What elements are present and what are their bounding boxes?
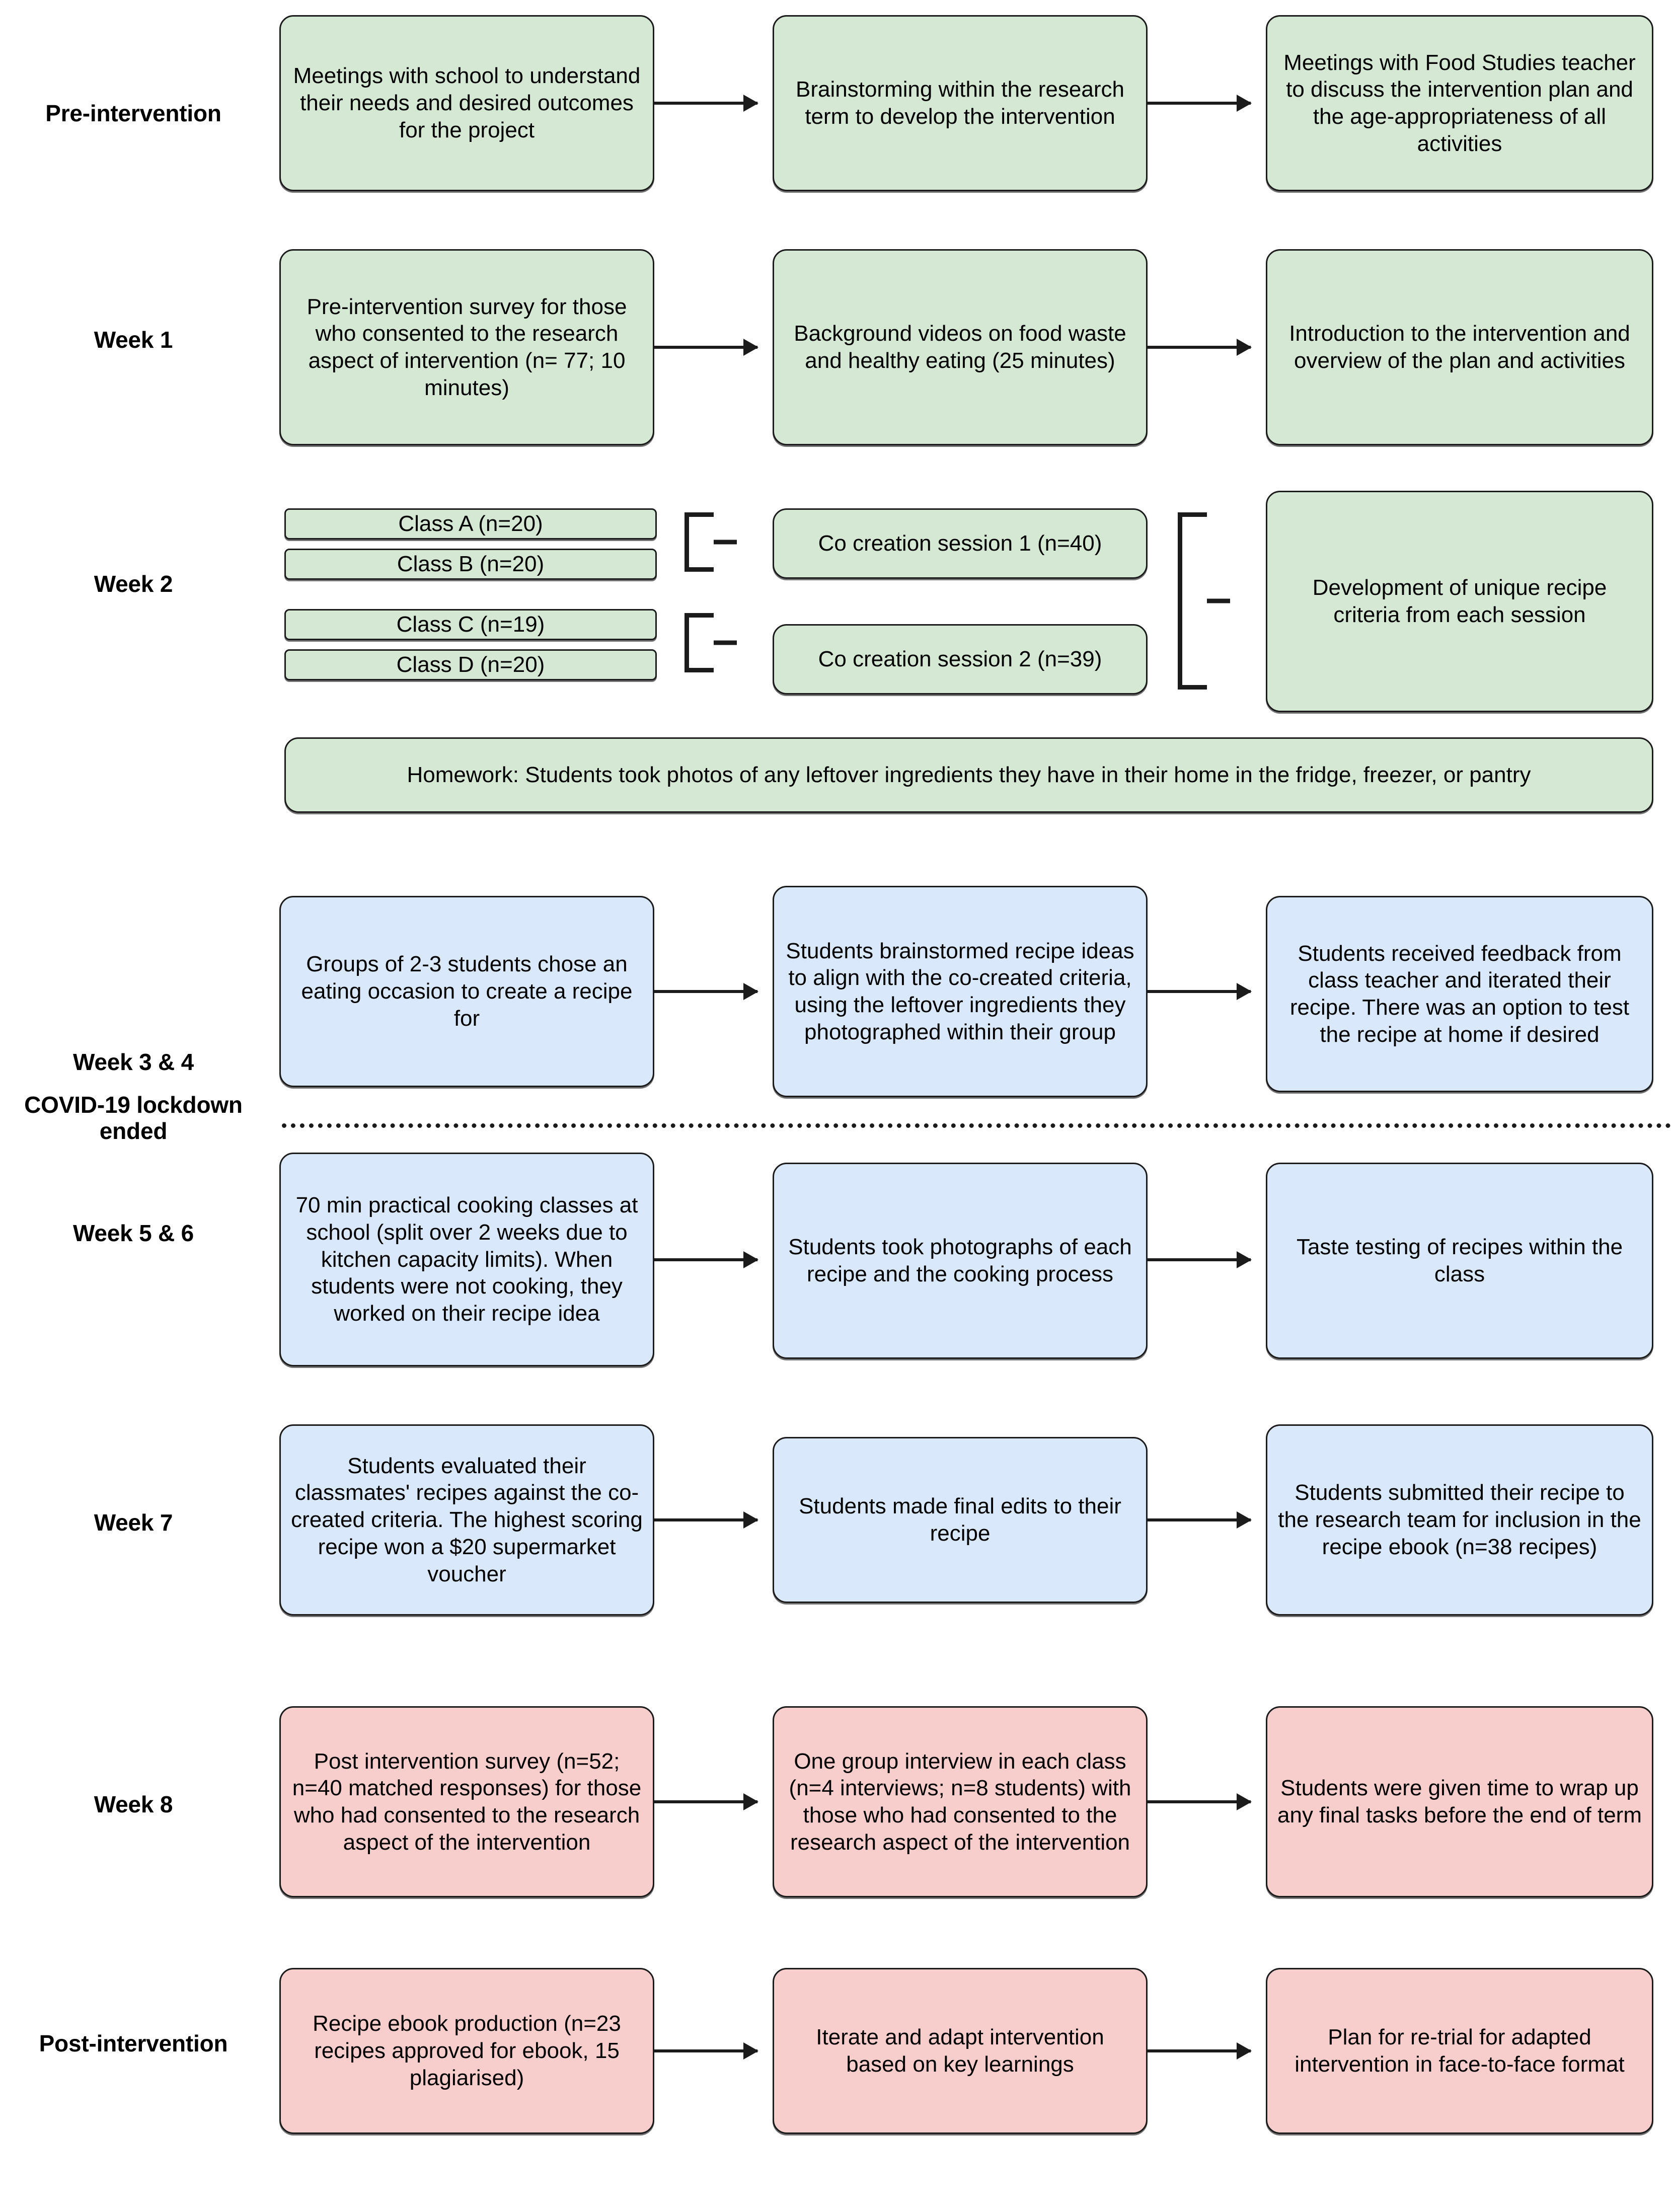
bracket-classes-cd bbox=[684, 613, 737, 672]
node-session-1: Co creation session 1 (n=40) bbox=[773, 508, 1148, 579]
stage-label-week-7: Week 7 bbox=[94, 1509, 173, 1536]
bracket-classes-ab bbox=[684, 512, 737, 572]
node-w34-2: Students brainstormed recipe ideas to al… bbox=[773, 886, 1148, 1097]
node-homework-text: Homework: Students took photos of any le… bbox=[407, 762, 1531, 788]
node-session-2-text: Co creation session 2 (n=39) bbox=[818, 647, 1102, 672]
node-w1-1-text: Pre-intervention survey for those who co… bbox=[307, 294, 627, 400]
node-w56-1: 70 min practical cooking classes at scho… bbox=[279, 1153, 654, 1366]
node-w34-1: Groups of 2-3 students chose an eating o… bbox=[279, 896, 654, 1087]
node-w7-2-text: Students made final edits to their recip… bbox=[799, 1494, 1121, 1546]
arrow-w34-2-to-3 bbox=[1148, 990, 1251, 993]
node-pre-2: Brainstorming within the research term t… bbox=[773, 15, 1148, 191]
node-pre-3-text: Meetings with Food Studies teacher to di… bbox=[1283, 50, 1636, 156]
node-post-2-text: Iterate and adapt intervention based on … bbox=[816, 2025, 1104, 2077]
node-w7-2: Students made final edits to their recip… bbox=[773, 1437, 1148, 1603]
node-w7-1: Students evaluated their classmates' rec… bbox=[279, 1424, 654, 1616]
arrow-w56-2-to-3 bbox=[1148, 1258, 1251, 1261]
node-pre-2-text: Brainstorming within the research term t… bbox=[796, 77, 1124, 129]
arrow-w8-2-to-3 bbox=[1148, 1800, 1251, 1803]
node-w34-3: Students received feedback from class te… bbox=[1266, 896, 1653, 1092]
node-w7-1-text: Students evaluated their classmates' rec… bbox=[291, 1453, 643, 1586]
node-session-2: Co creation session 2 (n=39) bbox=[773, 624, 1148, 695]
node-w8-1: Post intervention survey (n=52; n=40 mat… bbox=[279, 1706, 654, 1897]
bracket-stem-sessions bbox=[1207, 598, 1230, 603]
pill-class-c: Class C (n=19) bbox=[284, 609, 657, 640]
pill-class-b-text: Class B (n=20) bbox=[397, 552, 545, 576]
node-recipe-criteria: Development of unique recipe criteria fr… bbox=[1266, 491, 1653, 712]
arrow-w1-2-to-3 bbox=[1148, 346, 1251, 349]
node-w8-2: One group interview in each class (n=4 i… bbox=[773, 1706, 1148, 1897]
node-w1-2-text: Background videos on food waste and heal… bbox=[794, 321, 1126, 373]
node-post-3-text: Plan for re-trial for adapted interventi… bbox=[1295, 2025, 1625, 2077]
node-w7-3: Students submitted their recipe to the r… bbox=[1266, 1424, 1653, 1616]
arrow-post-1-to-2 bbox=[654, 2049, 757, 2052]
covid-divider-line bbox=[282, 1123, 1671, 1128]
stage-label-week-5-6: Week 5 & 6 bbox=[72, 1220, 194, 1246]
arrow-w7-2-to-3 bbox=[1148, 1518, 1251, 1521]
node-pre-1: Meetings with school to understand their… bbox=[279, 15, 654, 191]
arrow-w8-1-to-2 bbox=[654, 1800, 757, 1803]
stage-label-covid-lockdown-ended: COVID-19 lockdown ended bbox=[24, 1092, 243, 1144]
node-pre-3: Meetings with Food Studies teacher to di… bbox=[1266, 15, 1653, 191]
bracket-stem-cd bbox=[714, 640, 737, 645]
pill-class-c-text: Class C (n=19) bbox=[396, 612, 545, 637]
node-w56-3-text: Taste testing of recipes within the clas… bbox=[1296, 1235, 1623, 1286]
bracket-sessions bbox=[1178, 512, 1230, 690]
node-w56-2-text: Students took photographs of each recipe… bbox=[788, 1235, 1132, 1286]
node-w56-1-text: 70 min practical cooking classes at scho… bbox=[295, 1193, 638, 1326]
arrow-w56-1-to-2 bbox=[654, 1258, 757, 1261]
stage-label-post-intervention: Post-intervention bbox=[39, 2030, 228, 2056]
arrow-w34-1-to-2 bbox=[654, 990, 757, 993]
node-w34-1-text: Groups of 2-3 students chose an eating o… bbox=[301, 952, 633, 1031]
stage-label-week-1: Week 1 bbox=[94, 327, 173, 353]
arrow-w1-1-to-2 bbox=[654, 346, 757, 349]
node-w8-3: Students were given time to wrap up any … bbox=[1266, 1706, 1653, 1897]
node-post-1-text: Recipe ebook production (n=23 recipes ap… bbox=[313, 2011, 621, 2090]
node-pre-1-text: Meetings with school to understand their… bbox=[293, 63, 641, 142]
pill-class-d: Class D (n=20) bbox=[284, 649, 657, 680]
pill-class-d-text: Class D (n=20) bbox=[396, 652, 545, 677]
node-w7-3-text: Students submitted their recipe to the r… bbox=[1278, 1480, 1641, 1559]
node-session-1-text: Co creation session 1 (n=40) bbox=[818, 531, 1102, 556]
arrow-pre-1-to-2 bbox=[654, 102, 757, 105]
node-post-2: Iterate and adapt intervention based on … bbox=[773, 1968, 1148, 2134]
node-w56-3: Taste testing of recipes within the clas… bbox=[1266, 1163, 1653, 1359]
node-w1-3: Introduction to the intervention and ove… bbox=[1266, 249, 1653, 445]
stage-label-week-3-4: Week 3 & 4 bbox=[72, 1049, 194, 1075]
arrow-post-2-to-3 bbox=[1148, 2049, 1251, 2052]
node-homework: Homework: Students took photos of any le… bbox=[284, 737, 1653, 813]
arrow-pre-2-to-3 bbox=[1148, 102, 1251, 105]
pill-class-a-text: Class A (n=20) bbox=[398, 511, 543, 536]
node-w34-3-text: Students received feedback from class te… bbox=[1289, 941, 1630, 1047]
node-recipe-criteria-text: Development of unique recipe criteria fr… bbox=[1312, 575, 1607, 627]
node-w8-3-text: Students were given time to wrap up any … bbox=[1277, 1776, 1642, 1827]
node-w8-2-text: One group interview in each class (n=4 i… bbox=[789, 1748, 1131, 1855]
node-post-3: Plan for re-trial for adapted interventi… bbox=[1266, 1968, 1653, 2134]
node-post-1: Recipe ebook production (n=23 recipes ap… bbox=[279, 1968, 654, 2134]
node-w1-1: Pre-intervention survey for those who co… bbox=[279, 249, 654, 445]
pill-class-b: Class B (n=20) bbox=[284, 549, 657, 580]
stage-label-week-8: Week 8 bbox=[94, 1791, 173, 1817]
node-w34-2-text: Students brainstormed recipe ideas to al… bbox=[786, 938, 1134, 1044]
node-w1-2: Background videos on food waste and heal… bbox=[773, 249, 1148, 445]
stage-label-pre-intervention: Pre-intervention bbox=[45, 100, 221, 126]
node-w56-2: Students took photographs of each recipe… bbox=[773, 1163, 1148, 1359]
arrow-w7-1-to-2 bbox=[654, 1518, 757, 1521]
stage-label-week-2: Week 2 bbox=[94, 571, 173, 597]
pill-class-a: Class A (n=20) bbox=[284, 508, 657, 540]
node-w1-3-text: Introduction to the intervention and ove… bbox=[1289, 321, 1630, 373]
node-w8-1-text: Post intervention survey (n=52; n=40 mat… bbox=[292, 1748, 642, 1855]
bracket-stem-ab bbox=[714, 540, 737, 545]
